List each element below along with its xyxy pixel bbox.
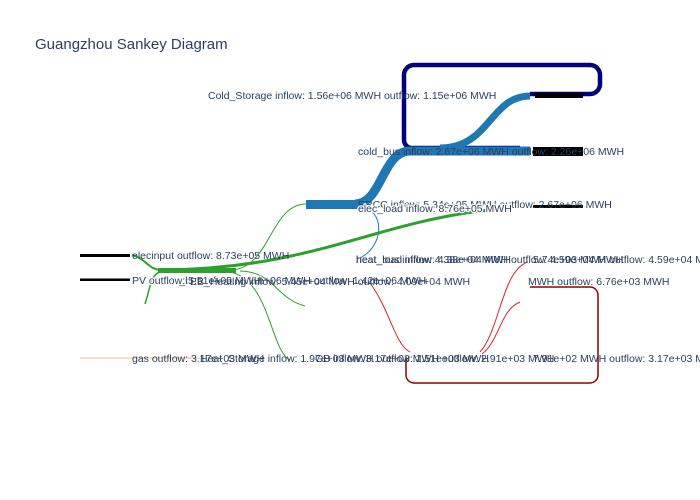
link-elecinput-to-elec-bus[interactable]: [131, 254, 161, 271]
node-label-eb-heating: EB_Heating inflow: 5.45e+04 MWH outflow:…: [190, 276, 470, 288]
node-label-gb-out: MWH outflow: 6.76e+03 MWH: [528, 276, 670, 288]
node-label-ercc: ERCC inflow: 5.34e+05 MWH outflow: 2.67e…: [358, 199, 612, 211]
link-cold-bus-to-cold-storage[interactable]: [439, 92, 531, 152]
node-label-elec-bus: elec_bus inflow: 1.42e+06 MWH outflow: 1…: [160, 275, 426, 287]
nodes-layer: [80, 93, 583, 281]
link-elec-bus-to-ercc-bar[interactable]: [306, 200, 358, 209]
link-heat-bus-to-heat-storage[interactable]: [481, 301, 521, 355]
node-label-heat-load: heat_load inflow: 4.38e+04 MWH: [356, 254, 511, 266]
node-label-elec-load: elec_load inflow: 8.76e+05 MWH: [358, 203, 512, 215]
link-cold-storage-to-cold-bus[interactable]: [401, 62, 603, 151]
node-label-cold-storage: Cold_Storage inflow: 1.56e+06 MWH outflo…: [208, 90, 496, 102]
link-ercc-to-cold-bus[interactable]: [354, 146, 411, 209]
node-label-heat-storage: Heat_Storage inflow: 1.97e+03 MWH outflo…: [200, 353, 489, 365]
labels-layer: Cold_Storage inflow: 1.56e+06 MWH outflo…: [131, 90, 700, 365]
node-bar-pv[interactable]: [80, 278, 130, 282]
links-layer: [80, 62, 603, 384]
link-elec-bus-to-eb-heating[interactable]: [239, 270, 306, 307]
page-title: Guangzhou Sankey Diagram: [35, 36, 228, 53]
link-ercc-to-heat-load[interactable]: [359, 205, 380, 259]
node-bar-elec-bus[interactable]: [158, 268, 236, 273]
node-bar-cold-load[interactable]: [533, 147, 583, 156]
node-label-gb-fragment: 7.91e+02 MWH outflow: 3.17e+03 MWH: [533, 353, 700, 365]
node-bar-cold-storage[interactable]: [535, 93, 583, 98]
link-heat-bus-to-heat-load[interactable]: [479, 261, 529, 353]
node-label-heat-bus: heat_bus inflow: 4.38e+04 MWH outflow: 4…: [356, 254, 623, 266]
node-label-gb: GB inflow: 3.17e+03 MWH outflow: 2.91e+0…: [315, 353, 554, 365]
link-elec-bus-to-heat-storage[interactable]: [229, 271, 291, 361]
node-label-elecinput: elecinput outflow: 8.73e+05 MWH: [132, 250, 289, 262]
node-label-gas: gas outflow: 3.17e+03 MWH: [132, 353, 264, 365]
link-elec-bus-to-elec-load[interactable]: [164, 207, 501, 272]
node-label-cold-bus: cold_bus inflow: 2.67e+06 MWH outflow: 2…: [358, 146, 624, 158]
link-pv-to-elec-bus[interactable]: [144, 271, 161, 305]
node-label-pv: PV outflow: 5.51e+05 MWH: [132, 275, 261, 287]
link-elec-bus-to-ercc[interactable]: [229, 203, 307, 271]
node-label-heat-storage-fragment: 5.74e+03 MWH outflow: 4.59e+04 MWH: [533, 254, 700, 266]
link-eb-heating-to-heat-bus[interactable]: [369, 282, 411, 353]
node-bar-elec-load[interactable]: [533, 205, 583, 208]
node-bar-elecinput[interactable]: [80, 254, 130, 257]
link-heat-storage-loop[interactable]: [405, 286, 599, 384]
